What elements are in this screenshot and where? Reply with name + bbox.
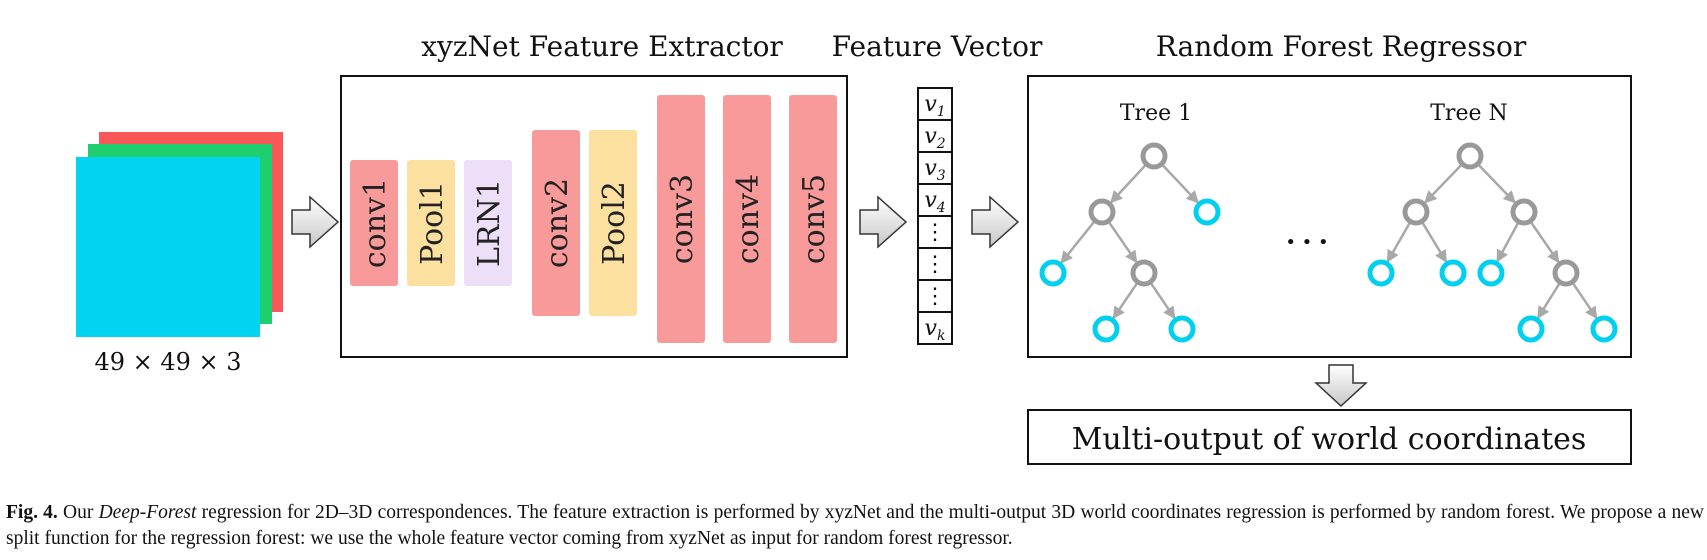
output-label: Multi-output of world coordinates	[1072, 422, 1587, 457]
layer-pool2-label: Pool2	[597, 181, 632, 265]
layer-conv3-label: conv3	[665, 174, 700, 264]
layer-conv3-block	[657, 95, 705, 343]
split-node	[1552, 259, 1580, 287]
layer-conv4: conv4	[723, 95, 771, 343]
leaf-node	[1367, 259, 1395, 287]
tree-edge	[1107, 220, 1138, 264]
layer-lrn1-label: LRN1	[472, 179, 507, 267]
trees-ellipsis: • • •	[1285, 232, 1328, 253]
input-size-label: 49 × 49 × 3	[94, 348, 241, 376]
tree-n	[1367, 142, 1618, 343]
tree-1-label: Tree 1	[1120, 101, 1192, 126]
vector-cell: vk	[917, 311, 953, 345]
vector-cell-box	[917, 311, 953, 345]
deep-forest-diagram: xyzNet Feature Extractor Feature Vector …	[76, 30, 1632, 465]
vector-cell: ⋮	[917, 215, 953, 249]
layer-pool2-block	[589, 130, 637, 316]
vector-cell: v3	[917, 151, 953, 185]
flow-arrow-1	[291, 195, 340, 249]
layer-conv2: conv2	[532, 130, 580, 316]
vector-cell-label: ⋮	[924, 252, 946, 277]
split-node	[1402, 198, 1430, 226]
split-node	[1130, 259, 1158, 287]
feature-vector-title: Feature Vector	[832, 30, 1043, 63]
output-box	[1027, 409, 1632, 465]
layer-conv3: conv3	[657, 95, 705, 343]
extractor-title: xyzNet Feature Extractor	[421, 30, 783, 63]
vector-cell-box	[917, 119, 953, 153]
layer-pool2: Pool2	[589, 130, 637, 316]
extractor-box	[340, 75, 848, 358]
input-image-stack	[76, 132, 283, 337]
tree-edge	[1420, 220, 1448, 263]
layer-pool1-label: Pool1	[415, 181, 450, 265]
split-node	[1456, 142, 1484, 170]
tree-edge	[1060, 219, 1097, 264]
down-arrow	[1314, 364, 1368, 408]
tree-edge	[1536, 281, 1562, 320]
tree-n-label: Tree N	[1430, 101, 1507, 126]
split-node	[1140, 142, 1168, 170]
layer-lrn1: LRN1	[464, 160, 512, 286]
regressor-title: Random Forest Regressor	[1156, 30, 1527, 63]
leaf-node	[1168, 315, 1196, 343]
tree-edge	[1112, 281, 1139, 320]
vector-cell-box	[917, 279, 953, 313]
split-node	[1510, 198, 1538, 226]
tree-edge	[1476, 163, 1516, 204]
vector-cell-box	[917, 183, 953, 217]
tree-edge	[1529, 220, 1560, 264]
layer-conv5-block	[789, 95, 837, 343]
layer-conv5-label: conv5	[797, 174, 832, 264]
caption-italic: Deep-Forest	[98, 502, 197, 523]
layer-pool1-block	[407, 160, 455, 286]
layer-conv1-label: conv1	[358, 178, 393, 268]
figure-caption: Fig. 4. Our Deep-Forest regression for 2…	[6, 500, 1704, 552]
vector-cell-label: ⋮	[924, 220, 946, 245]
layer-blocks: conv1 Pool1 LRN1 conv2 Pool2 conv3 conv4 conv5	[350, 95, 837, 343]
layer-conv2-label: conv2	[540, 178, 575, 268]
vector-cell-box	[917, 215, 953, 249]
flow-arrow-2	[859, 195, 908, 249]
vector-cell: ⋮	[917, 247, 953, 281]
caption-text-1: Our	[57, 502, 99, 523]
layer-lrn1-block	[464, 160, 512, 286]
tree-edge	[1571, 281, 1598, 320]
tree-edge	[1160, 163, 1199, 204]
input-channel-cyan	[76, 157, 260, 337]
vector-cell-box	[917, 151, 953, 185]
split-node	[1088, 198, 1116, 226]
vector-cell: v2	[917, 119, 953, 153]
vector-cell: v4	[917, 183, 953, 217]
vector-cell: ⋮	[917, 279, 953, 313]
tree-edge	[1424, 163, 1464, 204]
layer-conv4-label: conv4	[731, 174, 766, 264]
leaf-node	[1517, 315, 1545, 343]
tree-edge	[1149, 281, 1176, 320]
layer-conv4-block	[723, 95, 771, 343]
figure-label: Fig. 4.	[6, 502, 58, 523]
tree-edge	[1386, 220, 1412, 263]
layer-conv2-block	[532, 130, 580, 316]
leaf-node	[1039, 259, 1067, 287]
caption-text-2: regression for 2D–3D correspondences. Th…	[6, 502, 1705, 549]
vector-cell-box	[917, 247, 953, 281]
layer-conv1-block	[350, 160, 398, 286]
tree-edge	[1109, 163, 1148, 204]
layer-conv5: conv5	[789, 95, 837, 343]
leaf-node	[1477, 259, 1505, 287]
vector-cell-label: ⋮	[924, 284, 946, 309]
layer-pool1: Pool1	[407, 160, 455, 286]
flow-arrow-3	[971, 195, 1020, 249]
leaf-node	[1590, 315, 1618, 343]
vector-cell: v1	[917, 87, 953, 121]
tree-edge	[1496, 221, 1520, 263]
leaf-node	[1092, 315, 1120, 343]
tree-1	[1039, 142, 1221, 343]
leaf-node	[1193, 198, 1221, 226]
regressor-box	[1027, 75, 1632, 358]
layer-conv1: conv1	[350, 160, 398, 286]
leaf-node	[1439, 259, 1467, 287]
